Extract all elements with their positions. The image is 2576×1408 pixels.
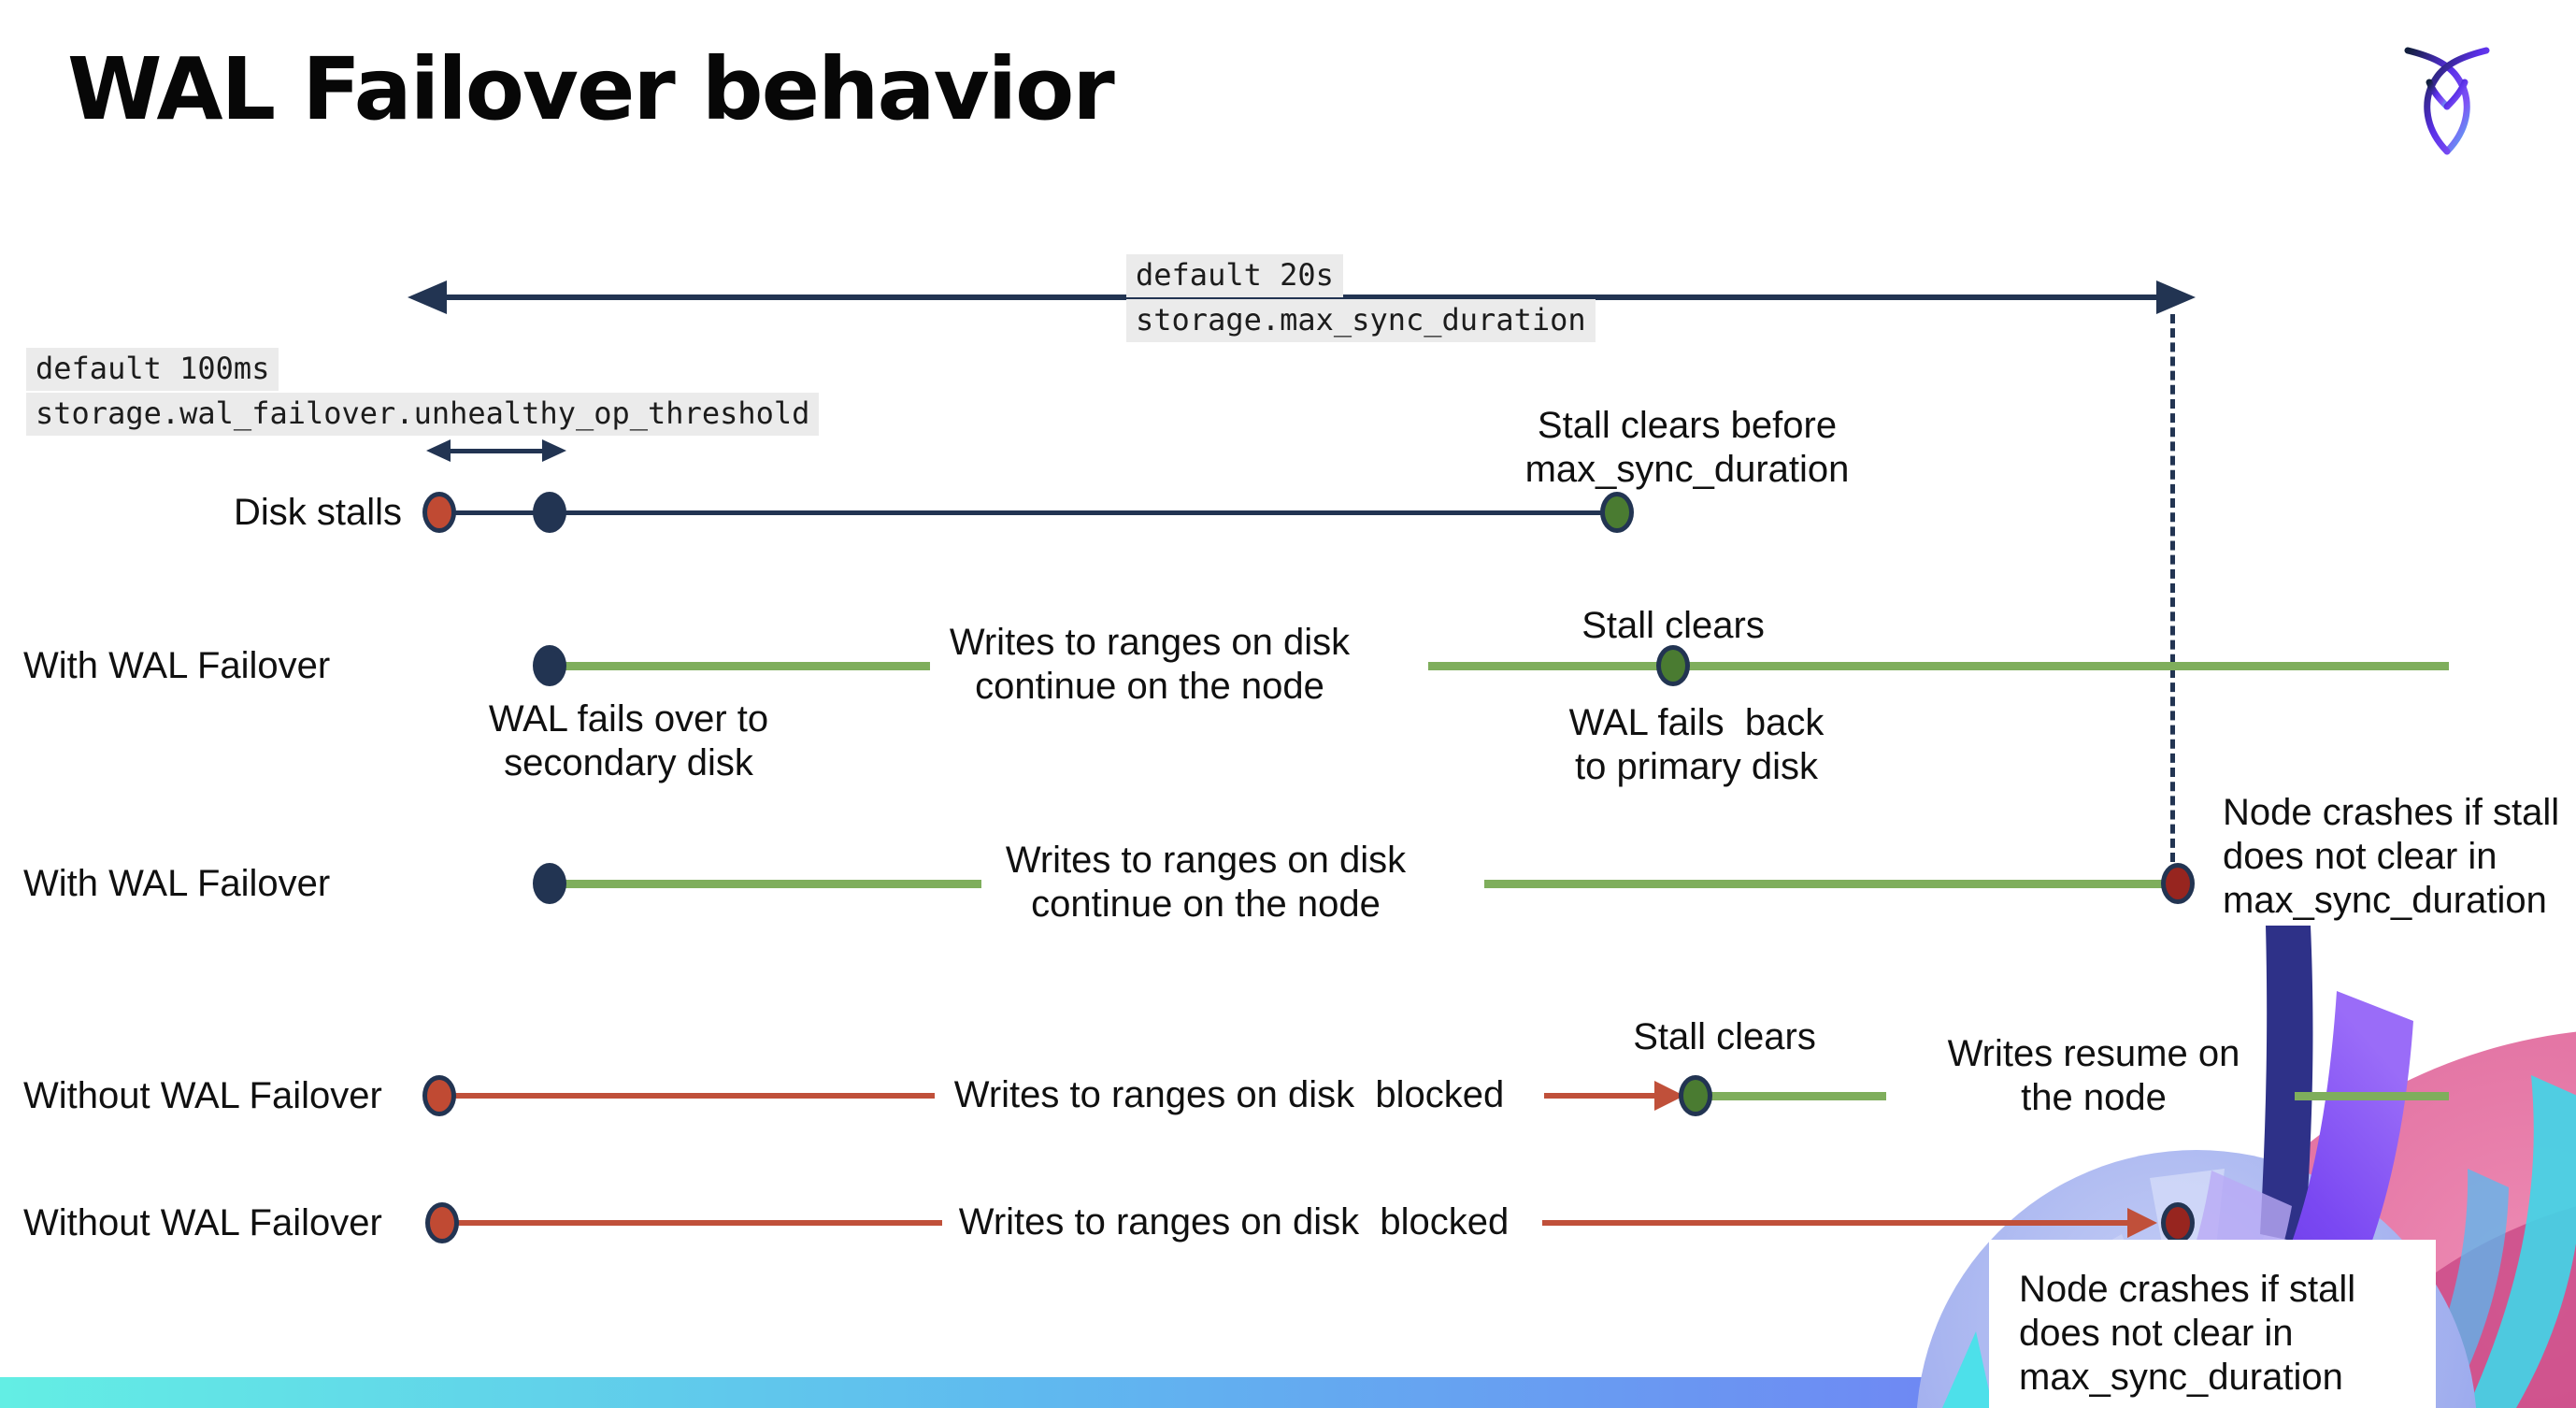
row-label-without-wal-failover-2: Without WAL Failover: [23, 1202, 382, 1243]
row-label-without-wal-failover-1: Without WAL Failover: [23, 1075, 382, 1116]
threshold-span-line: [447, 449, 546, 453]
node-crashes-note-2: Node crashes if stall does not clear in …: [2019, 1269, 2356, 1398]
wal-fails-back-note: WAL fails back to primary disk: [1568, 702, 1825, 787]
stall-start-dot-2: [425, 1202, 459, 1243]
brand-art-cyan-wedge-small: [1942, 1331, 1993, 1408]
row-label-with-wal-failover-1: With WAL Failover: [23, 645, 331, 686]
writes-continue-line-c: [559, 880, 981, 888]
threshold-setting-name: storage.wal_failover.unhealthy_op_thresh…: [26, 393, 820, 436]
max-sync-duration-span-line: [436, 295, 2173, 300]
writes-blocked-note-2: Writes to ranges on disk blocked: [958, 1201, 1510, 1243]
threshold-default-value: default 100ms: [26, 348, 279, 391]
arrowhead-right-icon: [2156, 280, 2196, 314]
writes-resume-line-a: [1707, 1092, 1886, 1100]
brand-art-cyan-arc-1: [2468, 1075, 2576, 1408]
disk-stall-start-dot: [422, 492, 456, 533]
writes-blocked-line-c: [453, 1220, 942, 1226]
stall-clears-note-3: Stall clears: [1633, 1016, 1816, 1057]
row-label-disk-stalls: Disk stalls: [233, 492, 402, 533]
writes-blocked-line-d: [1542, 1220, 2135, 1226]
writes-resume-note: Writes resume on the node: [1947, 1033, 2240, 1118]
node-crash-dot-2: [2161, 1202, 2195, 1243]
writes-resume-line-b: [2295, 1092, 2449, 1100]
stall-clears-dot-2: [1656, 645, 1690, 686]
writes-blocked-line-a: [451, 1093, 935, 1099]
writes-blocked-line-b: [1544, 1093, 1662, 1099]
stall-clears-note-2: Stall clears: [1581, 605, 1765, 646]
max-sync-setting-name: storage.max_sync_duration: [1126, 299, 1596, 342]
node-crashes-callout-box: Node crashes if stall does not clear in …: [1989, 1240, 2436, 1408]
writes-continue-line-b: [1428, 662, 2449, 670]
disk-stall-timeline: [439, 510, 1617, 515]
writes-continue-line-a: [559, 662, 930, 670]
writes-blocked-note-1: Writes to ranges on disk blocked: [953, 1074, 1505, 1115]
failover-dot: [533, 645, 566, 686]
stall-clears-dot-3: [1679, 1075, 1712, 1116]
stall-clears-dot: [1600, 492, 1634, 533]
node-crash-dot-1: [2161, 863, 2195, 904]
threshold-arrowhead-right-icon: [542, 439, 566, 462]
node-crashes-note-1: Node crashes if stall does not clear in …: [2223, 792, 2560, 921]
row-label-with-wal-failover-2: With WAL Failover: [23, 863, 331, 904]
threshold-arrowhead-left-icon: [426, 439, 451, 462]
wal-fails-over-note: WAL fails over to secondary disk: [488, 698, 769, 783]
unhealthy-op-threshold-label: default 100ms storage.wal_failover.unhea…: [26, 348, 820, 438]
stall-clears-before-note: Stall clears before max_sync_duration: [1524, 405, 1850, 490]
brand-art-cyan-arc-2: [2411, 1169, 2509, 1408]
stall-start-dot-1: [422, 1075, 456, 1116]
writes-continue-line-d: [1484, 880, 2178, 888]
max-sync-deadline-dashed-line: [2170, 314, 2175, 862]
page-title: WAL Failover behavior: [67, 39, 1115, 139]
arrowhead-left-icon: [408, 280, 447, 314]
failover-dot-2: [533, 863, 566, 904]
max-sync-default-value: default 20s: [1126, 254, 1343, 297]
writes-continue-note-2: Writes to ranges on disk continue on the…: [1005, 840, 1407, 925]
max-sync-duration-label: default 20s storage.max_sync_duration: [1126, 254, 1596, 344]
threshold-reached-dot: [533, 492, 566, 533]
red-arrowhead-icon-2: [2127, 1208, 2157, 1238]
cockroachdb-logo-icon: [2404, 47, 2490, 155]
writes-continue-note-1: Writes to ranges on disk continue on the…: [949, 622, 1351, 707]
brand-art-dark-band: [2260, 926, 2313, 1243]
